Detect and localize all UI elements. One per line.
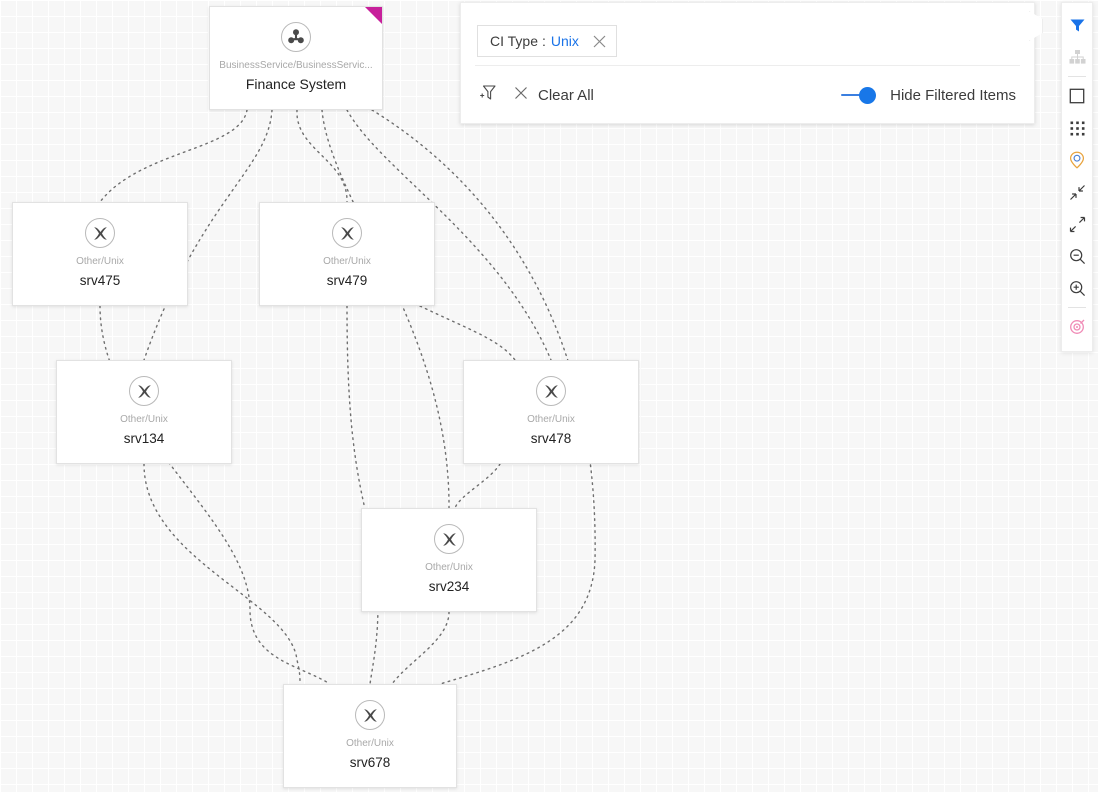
node-type-label: BusinessService/BusinessServic... [219, 60, 373, 71]
graph-edge [321, 109, 450, 509]
toggle-track [841, 94, 862, 96]
node-type-label: Other/Unix [323, 256, 371, 267]
graph-node-finance-system[interactable]: BusinessService/BusinessServic... Finance… [209, 6, 383, 110]
graph-edge [391, 611, 450, 685]
graph-node-srv475[interactable]: Other/Unix srv475 [12, 202, 188, 306]
unix-server-icon [332, 218, 362, 248]
close-icon[interactable] [592, 34, 607, 49]
graph-toolbar [1061, 2, 1093, 352]
filter-chip-separator: : [542, 33, 546, 49]
expand-arrows-icon[interactable] [1061, 208, 1093, 240]
graph-edge [419, 305, 516, 361]
graph-edge [454, 463, 501, 509]
filter-chip-row: CI Type : Unix [461, 3, 1034, 65]
node-type-label: Other/Unix [425, 562, 473, 573]
hide-filtered-items-label: Hide Filtered Items [890, 86, 1016, 104]
graph-node-srv478[interactable]: Other/Unix srv478 [463, 360, 639, 464]
graph-edge [143, 463, 301, 685]
node-type-label: Other/Unix [120, 414, 168, 425]
business-service-icon [281, 22, 311, 52]
graph-node-srv479[interactable]: Other/Unix srv479 [259, 202, 435, 306]
filter-chip-value: Unix [550, 33, 579, 49]
graph-edge [296, 109, 348, 203]
node-name-label: Finance System [245, 76, 347, 92]
node-type-label: Other/Unix [76, 256, 124, 267]
target-icon[interactable] [1061, 311, 1093, 343]
graph-node-srv234[interactable]: Other/Unix srv234 [361, 508, 537, 612]
filter-chip-ci-type[interactable]: CI Type : Unix [477, 25, 617, 57]
panel-divider [475, 65, 1020, 66]
node-name-label: srv134 [123, 431, 165, 446]
toolbar-divider [1068, 76, 1086, 77]
node-type-label: Other/Unix [346, 738, 394, 749]
add-filter-funnel-icon[interactable] [479, 82, 499, 108]
square-select-icon[interactable] [1061, 80, 1093, 112]
node-name-label: srv678 [349, 755, 391, 770]
location-pin-icon[interactable] [1061, 144, 1093, 176]
hierarchy-icon[interactable] [1061, 41, 1093, 73]
graph-edge [346, 305, 379, 685]
unix-server-icon [129, 376, 159, 406]
clear-all-label: Clear All [538, 86, 594, 104]
zoom-in-icon[interactable] [1061, 272, 1093, 304]
graph-node-srv678[interactable]: Other/Unix srv678 [283, 684, 457, 788]
filter-action-row: Clear All Hide Filtered Items [461, 66, 1034, 124]
node-name-label: srv478 [530, 431, 572, 446]
graph-edge [99, 109, 248, 203]
clear-all-button[interactable]: Clear All [513, 85, 594, 105]
unix-server-icon [434, 524, 464, 554]
filter-panel: CI Type : Unix [460, 2, 1035, 124]
zoom-out-icon[interactable] [1061, 240, 1093, 272]
toolbar-divider [1068, 307, 1086, 308]
node-name-label: srv234 [428, 579, 470, 594]
grid-dots-icon[interactable] [1061, 112, 1093, 144]
unix-server-icon [355, 700, 385, 730]
node-name-label: srv475 [79, 273, 121, 288]
filter-chip-key: CI Type [490, 33, 538, 49]
close-icon [513, 85, 529, 105]
node-name-label: srv479 [326, 273, 368, 288]
filter-icon[interactable] [1061, 9, 1093, 41]
node-type-label: Other/Unix [527, 414, 575, 425]
unix-server-icon [536, 376, 566, 406]
node-corner-flag [365, 7, 382, 24]
collapse-arrows-icon[interactable] [1061, 176, 1093, 208]
toggle-knob [859, 86, 877, 104]
graph-node-srv134[interactable]: Other/Unix srv134 [56, 360, 232, 464]
unix-server-icon [85, 218, 115, 248]
hide-filtered-items-toggle[interactable] [841, 86, 877, 104]
